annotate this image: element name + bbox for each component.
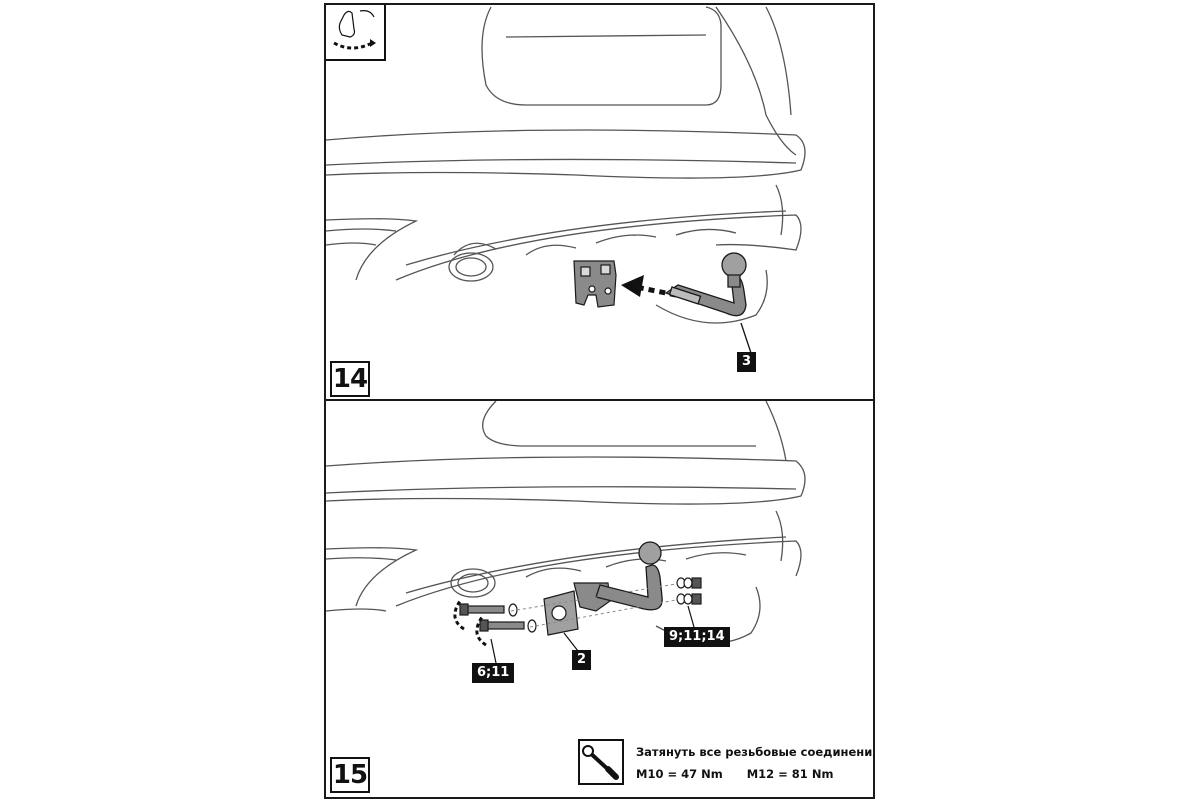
- car-rear-outline: [326, 6, 806, 324]
- step-15-drawing: [326, 401, 806, 664]
- torque-values: M10 = 47 Nm M12 = 81 Nm: [636, 767, 857, 781]
- hand-cable-hint-icon: [333, 10, 376, 50]
- hint-box: [326, 5, 386, 61]
- part-tag-3: 3: [737, 352, 757, 372]
- torque-title: Затянуть все резьбовые соединения: [636, 745, 875, 759]
- insertion-arrow: [621, 275, 677, 298]
- part-tag-2: 2: [572, 650, 592, 670]
- torque-wrench-icon: [582, 745, 619, 780]
- torque-m12: M12 = 81 Nm: [746, 767, 834, 781]
- part-tag-6-11: 6;11: [472, 663, 515, 683]
- torque-wrench-icon-box: [578, 739, 624, 785]
- step-number-14: 14: [330, 361, 370, 397]
- torque-m10: M10 = 47 Nm: [636, 767, 723, 781]
- car-rear-outline: [326, 401, 806, 644]
- mount-bracket: [573, 260, 617, 308]
- part-tag-9-11-14: 9;11;14: [664, 627, 730, 647]
- bolts-6-11: [453, 600, 537, 647]
- nuts-9-11-14: [676, 577, 702, 605]
- towbar-mounted: [595, 541, 663, 611]
- step-number-15: 15: [330, 757, 370, 793]
- torque-note: Затянуть все резьбовые соединения M10 = …: [578, 739, 873, 789]
- step-15-panel: 6;11 2 9;11;14 Затянуть все резьбовые со…: [324, 399, 875, 799]
- towbar-part-3: [664, 252, 747, 317]
- step-14-panel: 3 14: [324, 3, 875, 401]
- step-14-drawing: [326, 6, 806, 354]
